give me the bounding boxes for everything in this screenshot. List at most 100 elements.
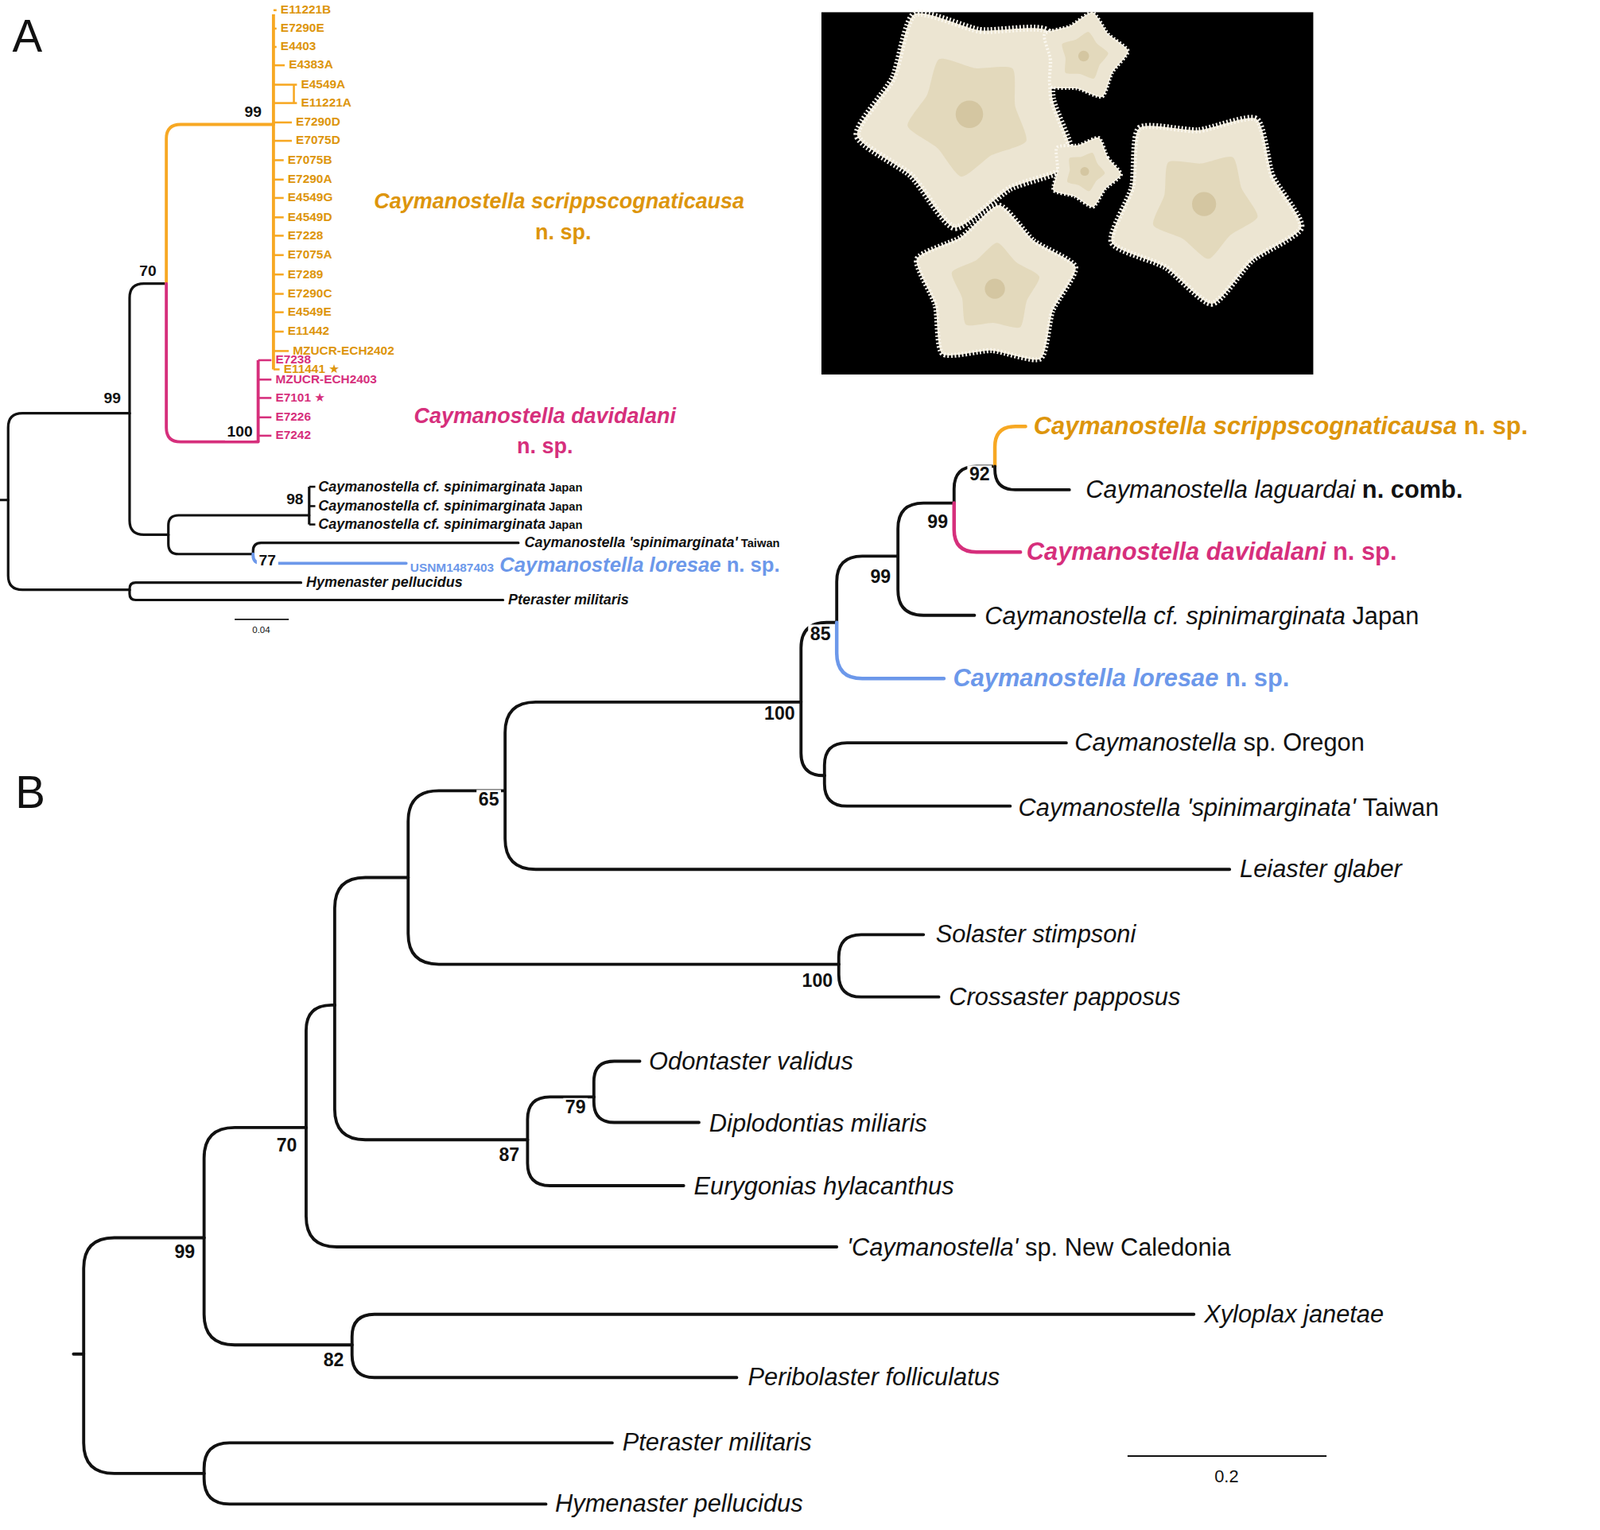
- taxon-name-row: Caymanostella loresaen. sp.: [952, 664, 1290, 692]
- taxon-name: Crossaster papposus: [948, 983, 1181, 1011]
- tree-branch: [334, 1005, 529, 1140]
- starfish-body: [1110, 117, 1301, 304]
- support-value-row: 82: [321, 1351, 346, 1371]
- tip-tick: [273, 330, 284, 334]
- support-value-row: 70: [274, 1135, 300, 1156]
- species-status: n. sp.: [535, 219, 591, 244]
- specimen-id-row: MZUCR-ECH2403: [275, 372, 377, 387]
- taxon-name: Caymanostella 'spinimarginata': [524, 535, 738, 552]
- support-value: 87: [497, 1145, 522, 1166]
- tree-branch: [204, 1127, 307, 1239]
- tip-tick: [273, 159, 284, 162]
- specimen-id-row: E7228: [287, 229, 324, 243]
- specimen-id-row: E7075B: [287, 153, 333, 167]
- support-value-row: 98: [284, 490, 307, 508]
- taxon-name-row: Peribolaster folliculatus: [748, 1363, 1001, 1391]
- clade-bar: [271, 14, 276, 370]
- taxon-name: Caymanostella cf. spinimarginata: [318, 516, 546, 533]
- support-value: 70: [274, 1135, 300, 1156]
- scale-label-row: 0.04: [252, 625, 270, 637]
- tip-tick: [258, 434, 272, 438]
- starfish: [916, 205, 1076, 360]
- starfish-disc: [1192, 192, 1216, 217]
- taxon-name-row: Caymanostellasp. Oregon: [1074, 729, 1365, 757]
- tip-tick: [273, 139, 292, 143]
- scale-label-row: 0.2: [1214, 1467, 1239, 1488]
- tree-branch: [352, 1344, 738, 1378]
- tree-branch: [836, 555, 898, 622]
- tip-tick: [273, 101, 298, 105]
- clade-bar: [256, 360, 261, 443]
- support-value: 98: [284, 490, 307, 508]
- tip-tick: [273, 234, 284, 237]
- support-value: 82: [321, 1351, 346, 1371]
- taxon-name-row: Caymanostella laguardain. comb.: [1085, 476, 1463, 504]
- photo-background: [821, 11, 1313, 375]
- tree-branch: [994, 426, 1026, 467]
- taxon-name: Xyloplax janetae: [1203, 1300, 1384, 1329]
- tip-tick: [258, 359, 272, 362]
- taxon-name: n. sp.: [1464, 412, 1528, 440]
- tip-tick: [273, 46, 277, 49]
- specimen-id: E7238: [275, 353, 311, 367]
- specimen-id: E7290A: [287, 172, 333, 187]
- species-name-row: Caymanostella scrippscognaticausa: [373, 189, 745, 214]
- taxon-name: Caymanostella loresae: [952, 664, 1219, 692]
- taxon-name-row: 'Caymanostella'sp. New Caledonia: [846, 1234, 1232, 1262]
- specimen-id-row: E7238: [275, 353, 311, 367]
- specimen-id-row: E7242: [275, 428, 311, 443]
- support-value: 92: [966, 465, 992, 486]
- taxon-name: Caymanostella loresae: [499, 552, 721, 575]
- taxon-name-row: Caymanostella scrippscognaticausan. sp.: [1033, 412, 1528, 440]
- tree-branch: [7, 500, 130, 591]
- specimen-id-row: E4549A: [301, 77, 346, 92]
- taxon-name: Japan: [1351, 602, 1419, 630]
- specimen-id-row: E4549G: [287, 190, 334, 205]
- taxon-name: Caymanostella cf. spinimarginata: [318, 498, 546, 515]
- support-value: 99: [172, 1242, 198, 1263]
- support-value-row: 99: [925, 512, 951, 533]
- specimen-id: E11221B: [280, 3, 331, 17]
- tip-tick: [273, 349, 289, 353]
- tree-branch: [504, 702, 801, 792]
- species-status: n. sp.: [516, 434, 573, 459]
- support-value-row: 99: [242, 104, 265, 121]
- specimen-id-row: E7290C: [287, 287, 333, 301]
- support-value-row: 100: [225, 423, 255, 440]
- taxon-name: Pteraster militaris: [622, 1429, 812, 1457]
- tree-branch: [594, 1096, 700, 1123]
- specimen-id: E11442: [287, 325, 330, 339]
- tip-tick: [309, 504, 316, 508]
- taxon-name: Caymanostella scrippscognaticausa: [1033, 412, 1457, 440]
- taxon-name-row: Caymanostella 'spinimarginata'Taiwan: [524, 535, 781, 552]
- support-value-row: 99: [172, 1242, 198, 1263]
- support-value: 99: [868, 567, 894, 588]
- specimen-id-row: E4403: [280, 40, 317, 55]
- tree-branch: [7, 413, 130, 501]
- support-value: 70: [137, 263, 160, 280]
- tree-branch: [527, 1096, 594, 1140]
- tip-tick: [273, 27, 277, 31]
- tree-branch: [166, 124, 274, 284]
- starfish-body: [1052, 137, 1122, 208]
- taxon-name: Eurygonias hylacanthus: [694, 1172, 955, 1200]
- taxon-name-row: Eurygonias hylacanthus: [694, 1172, 955, 1200]
- taxon-name: Caymanostella laguardai: [1085, 476, 1356, 504]
- tip-tick: [273, 9, 277, 12]
- specimen-id-row: E4383A: [288, 58, 334, 73]
- starfish-photo: [821, 11, 1313, 375]
- support-value-row: 85: [807, 624, 833, 645]
- taxon-name: Caymanostella cf. spinimarginata: [318, 478, 546, 495]
- support-value-row: 92: [966, 465, 992, 486]
- support-value: 100: [800, 971, 835, 992]
- specimen-id-row: E11442: [287, 325, 330, 339]
- specimen-id: E4549G: [287, 190, 334, 205]
- taxon-name-row: Caymanostella cf. spinimarginataJapan: [984, 602, 1419, 630]
- support-value-row: 99: [868, 567, 894, 588]
- tip-tick: [309, 485, 316, 489]
- species-name: Caymanostella scrippscognaticausa: [373, 189, 745, 214]
- tree-branch: [204, 1237, 353, 1345]
- tip-tick: [273, 292, 284, 296]
- starfish-disc: [984, 279, 1005, 300]
